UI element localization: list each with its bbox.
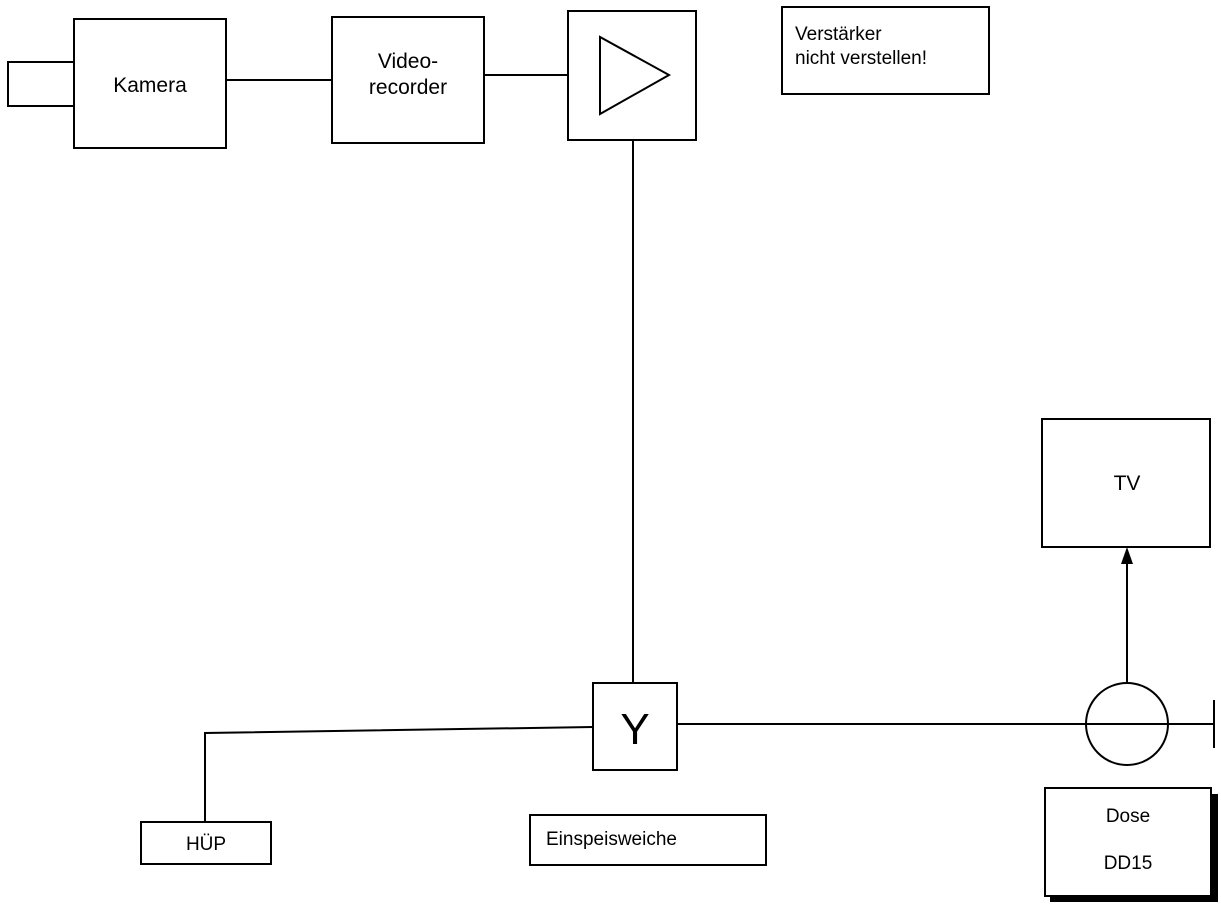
videorecorder-label-line2: recorder [369,76,447,99]
videorecorder-box [331,16,485,144]
amplifier-box [567,10,697,141]
camera-box [73,18,227,149]
camera-lens [7,61,77,107]
wire-splitter-hup [204,726,594,822]
y-splitter-icon: Y [620,705,649,754]
splitter-label-box [529,814,767,866]
outlet-label-line2: DD15 [1104,853,1153,874]
tv-box [1041,418,1211,548]
tv-label: TV [1114,472,1141,495]
splitter-box [592,682,678,771]
camera-label: Kamera [113,74,187,97]
outlet-label-line1: Dose [1106,806,1150,827]
outlet-box [1044,787,1212,897]
splitter-label: Einspeisweiche [546,829,677,850]
warning-note-box [781,6,990,95]
hup-box [140,821,272,865]
arrow-up-icon [1121,547,1133,564]
hup-label: HÜP [186,834,226,855]
videorecorder-label-line1: Video- [378,50,438,73]
warning-note-line2: nicht verstellen! [795,48,927,69]
amplifier-icon [599,35,672,116]
warning-note-line1: Verstärker [795,24,882,45]
